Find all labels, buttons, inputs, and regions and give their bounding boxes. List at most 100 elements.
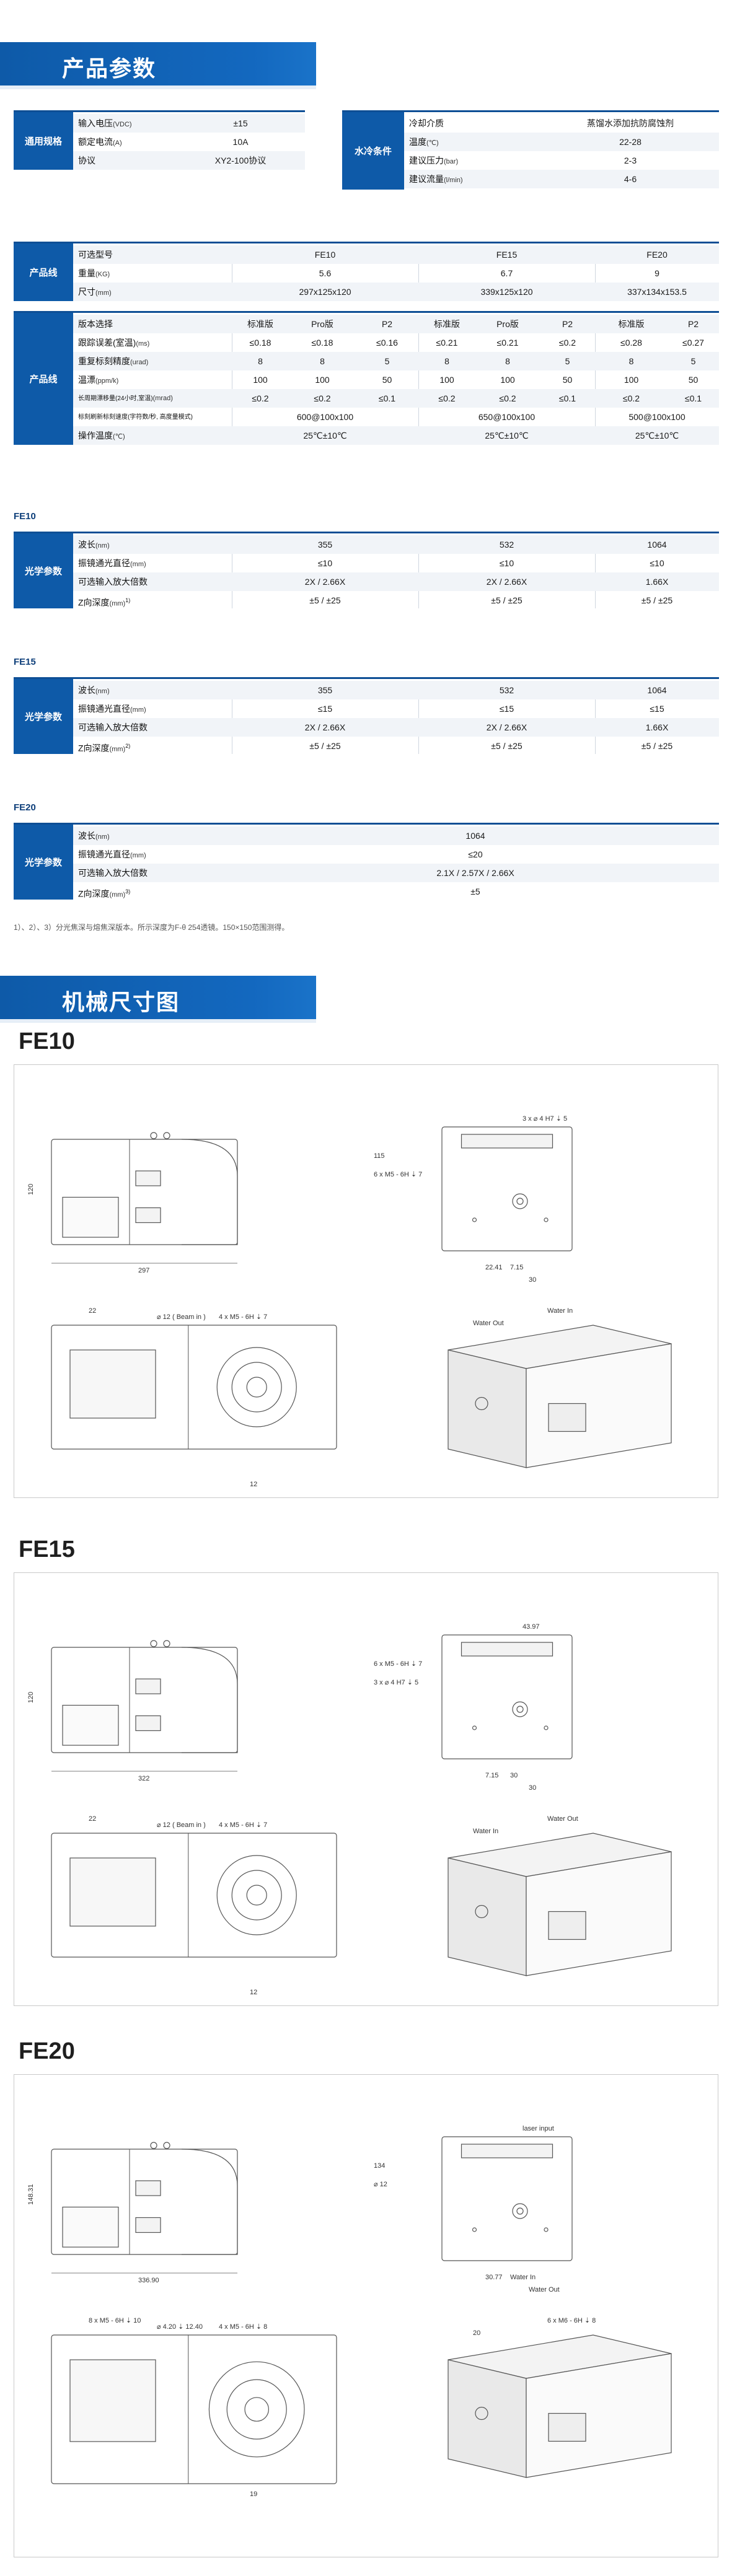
dimension-label: Water In <box>473 1828 498 1835</box>
cell: ≤0.2 <box>622 393 640 403</box>
cell: ±5 <box>470 887 480 896</box>
row-key: 标刻刷新标刻速度(字符数/秒, 高度量模式) <box>78 414 193 421</box>
drawing-circle <box>163 1640 170 1647</box>
drawing-circle <box>475 1396 488 1411</box>
cell: 532 <box>499 685 514 695</box>
model-fe20: FE20 <box>646 250 668 260</box>
cell: 25℃±10℃ <box>485 431 529 440</box>
cell: ±5 / ±25 <box>491 741 523 751</box>
product-line-table-1: 产品线 可选型号 FE10 FE15 FE20 重量(KG) 5.6 6.7 9… <box>14 242 719 301</box>
row-key: Z向深度(mm)3) <box>78 888 131 899</box>
drawing-circle <box>216 1855 297 1935</box>
drawing-path <box>181 1139 238 1245</box>
section-title: 机械尺寸图 <box>62 989 180 1015</box>
cell: 25℃±10℃ <box>303 431 347 440</box>
cell: 650@100x100 <box>478 412 536 422</box>
row-key: 可选输入放大倍数 <box>78 577 148 587</box>
cell: 100 <box>624 375 639 385</box>
row-key: 振镜通光直径(mm) <box>78 849 146 859</box>
row-key: 协议 <box>78 156 95 165</box>
dimension-label: 12 <box>250 1481 257 1488</box>
drawing-rect <box>461 1642 553 1657</box>
cell: 1064 <box>647 685 667 695</box>
drawing-circle <box>516 1198 524 1205</box>
row-key: Z向深度(mm)1) <box>78 597 131 608</box>
drawing-circle <box>472 2227 477 2232</box>
drawing-title-fe15: FE15 <box>19 1536 75 1562</box>
cell: 100 <box>253 375 268 385</box>
drawing-circle <box>544 2227 549 2232</box>
dimension-label: ⌀ 4.20 ⇣ 12.40 <box>157 2323 203 2331</box>
drawing-rect <box>441 2136 573 2261</box>
model-fe15: FE15 <box>496 250 518 260</box>
cell: 标准版 <box>434 319 460 329</box>
cell: 100 <box>439 375 454 385</box>
drawing-rect <box>51 1325 337 1450</box>
drawing-circle <box>475 2406 488 2420</box>
cell: ≤15 <box>317 704 333 714</box>
iso-front <box>448 1857 527 1976</box>
row-key: 建议流量(l/min) <box>409 174 463 184</box>
drawing-rect <box>441 1634 573 1759</box>
drawing-rect <box>69 1857 156 1927</box>
cell: 5 <box>384 356 390 366</box>
cell: ±5 / ±25 <box>309 595 341 605</box>
dimension-label: 3 x ⌀ 4 H7 ⇣ 5 <box>523 1115 567 1123</box>
cell: ≤0.1 <box>378 393 396 403</box>
cell: 100 <box>315 375 330 385</box>
drawing-circle <box>516 2207 524 2215</box>
cell: 337x134x153.5 <box>627 287 687 297</box>
cell: ≤0.2 <box>438 393 456 403</box>
fe15-optics-title: FE15 <box>14 657 36 667</box>
cell: ≤0.28 <box>620 338 642 348</box>
table-row: Z向深度(mm)1)±5 / ±25±5 / ±25±5 / ±25 <box>73 591 719 610</box>
dimension-label: 4 x M5 - 6H ⇣ 7 <box>219 1313 267 1321</box>
dimension-label: laser input <box>523 2125 554 2132</box>
cell: 5 <box>690 356 696 366</box>
cell: ≤20 <box>468 849 483 859</box>
dimension-label: 19 <box>250 2491 257 2498</box>
row-key: 额定电流(A) <box>78 137 122 147</box>
dimension-label: 30 <box>529 1276 536 1284</box>
table-row: 冷却介质 蒸馏水添加抗防腐蚀剂 <box>404 114 719 133</box>
dimension-label: Water Out <box>529 2286 560 2293</box>
dimension-label: 7.15 <box>510 1264 523 1271</box>
drawing-circle <box>231 1870 282 1921</box>
cell: ≤0.1 <box>558 393 576 403</box>
drawing-circle <box>163 2142 170 2149</box>
dimension-label: 120 <box>27 1184 35 1195</box>
drawing-rect <box>135 2180 161 2196</box>
table-label: 光学参数 <box>14 825 73 900</box>
cell: ≤0.2 <box>499 393 516 403</box>
cell: P2 <box>687 319 699 329</box>
cell: 8 <box>505 356 510 366</box>
cell: ≤10 <box>499 558 514 568</box>
row-key: 重量(KG) <box>78 268 110 278</box>
iso-side <box>526 1851 672 1976</box>
dimension-label: 20 <box>473 2329 480 2337</box>
cell: 1064 <box>465 831 485 841</box>
dimension-label: 4 x M5 - 6H ⇣ 8 <box>219 2323 267 2331</box>
row-key: 重复标刻精度(urad) <box>78 356 149 366</box>
row-key: 可选型号 <box>78 250 113 260</box>
dimension-label: 6 x M5 - 6H ⇣ 7 <box>374 1660 422 1668</box>
drawing-circle <box>226 2379 287 2440</box>
cell: 50 <box>382 375 392 385</box>
dimension-label: 115 <box>374 1152 385 1160</box>
section-header-params: 产品参数 <box>0 42 316 89</box>
drawing-circle <box>512 1193 528 1209</box>
cell: ±5 / ±25 <box>491 595 523 605</box>
row-key: 版本选择 <box>78 319 113 329</box>
table-row: 长周期漂移量(24小时,室温)(mrad)≤0.2≤0.2≤0.1≤0.2≤0.… <box>73 389 719 408</box>
table-row: 协议 XY2-100协议 <box>73 151 305 170</box>
row-key: 尺寸(mm) <box>78 287 112 297</box>
row-value: 4-6 <box>624 174 637 184</box>
drawing-circle <box>231 1362 282 1413</box>
